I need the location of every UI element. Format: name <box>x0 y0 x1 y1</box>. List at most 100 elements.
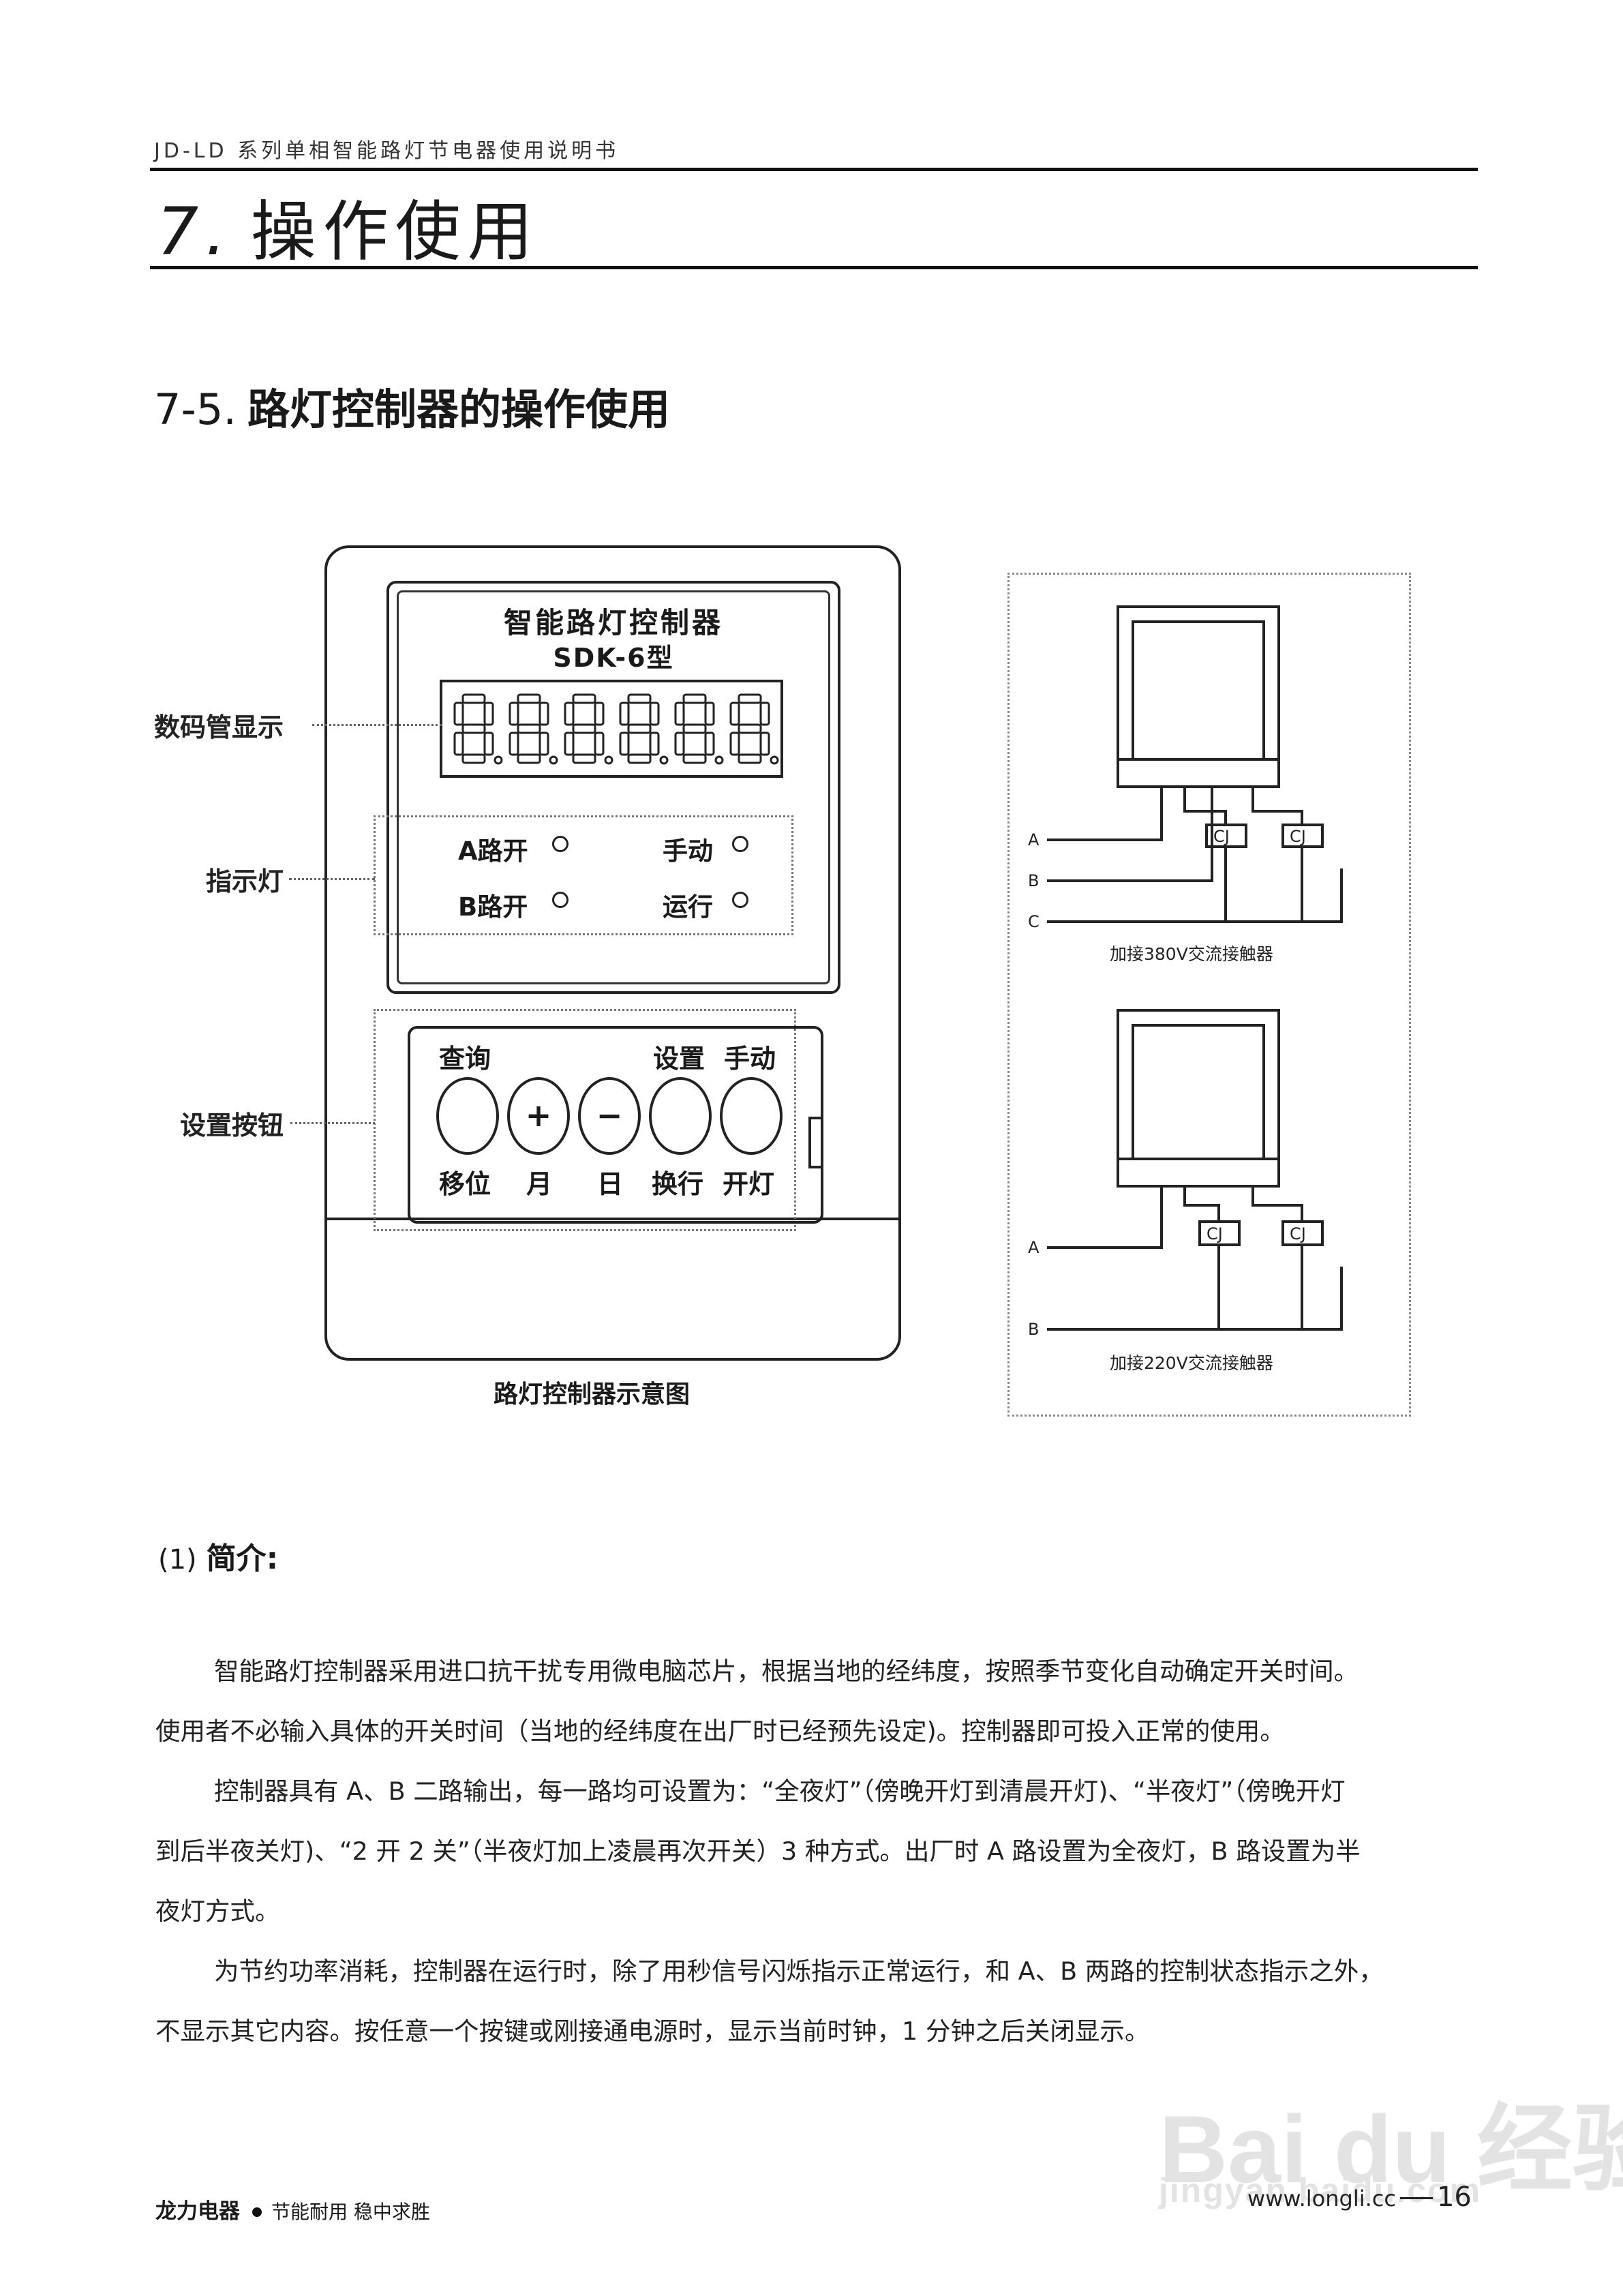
device-name: 智能路灯控制器 <box>503 606 723 639</box>
section-heading: 7-5.路灯控制器的操作使用 <box>154 375 670 436</box>
button-label-light-on: 开灯 <box>723 1169 775 1199</box>
callout-buttons: 设置按钮 <box>180 1111 284 1141</box>
digit-segment <box>649 731 660 756</box>
shift-button[interactable] <box>436 1077 499 1155</box>
digit-segment <box>517 723 541 734</box>
digit-segment <box>704 731 715 756</box>
running-head: JD-LD 系列单相智能路灯节电器使用说明书 <box>154 139 620 163</box>
digit-segment <box>674 701 685 726</box>
unit-380-screen <box>1132 620 1265 761</box>
digit-segment <box>729 701 740 726</box>
footer-url[interactable]: www.longli.cc <box>1247 2186 1396 2211</box>
section-number: 7-5. <box>154 384 237 434</box>
digit-segment <box>594 701 605 726</box>
digit-segment <box>619 731 630 756</box>
callout-buttons-leader <box>290 1122 375 1124</box>
digit-segment <box>461 723 486 734</box>
digit-segment <box>539 701 549 726</box>
controller-caption: 路灯控制器示意图 <box>494 1380 691 1408</box>
digit-segment <box>627 753 652 764</box>
digit-segment <box>517 693 541 704</box>
contactor-380-2-label: CJ <box>1290 827 1306 846</box>
side-switch <box>808 1117 823 1168</box>
digit-decimal-point <box>494 755 503 765</box>
digit-decimal-point <box>604 755 613 765</box>
controller-housing <box>324 545 901 1361</box>
display-digit <box>674 693 724 765</box>
page-number: 16 <box>1436 2181 1472 2213</box>
wire-b-380: B <box>1028 871 1039 890</box>
button-label-shift: 移位 <box>439 1169 491 1199</box>
digit-segment <box>649 701 660 726</box>
day-minus-button[interactable]: − <box>578 1077 641 1155</box>
controller-base-line <box>326 1218 900 1220</box>
digit-segment <box>564 701 575 726</box>
header-rule-bottom <box>150 266 1478 269</box>
intro-heading: (1)简介: <box>158 1534 278 1577</box>
chapter-number: 7. <box>157 194 233 270</box>
button-group-outline <box>374 1009 796 1231</box>
digit-segment <box>461 693 486 704</box>
footer-page-line: www.longli.cc 16 <box>1247 2181 1472 2213</box>
bullet-icon <box>252 2207 262 2217</box>
display-digit <box>729 693 779 765</box>
contactor-220-2-label: CJ <box>1290 1224 1306 1243</box>
contactor-220-2 <box>1281 1220 1324 1246</box>
wire-b-220: B <box>1028 1320 1039 1339</box>
callout-display: 数码管显示 <box>154 712 284 742</box>
digit-segment <box>483 731 494 756</box>
digit-segment <box>627 693 652 704</box>
indicator-b-label: B路开 <box>458 892 528 922</box>
caption-220: 加接220V交流接触器 <box>1110 1353 1273 1373</box>
digit-segment <box>738 693 762 704</box>
digit-segment <box>729 731 740 756</box>
intro-line-7: 不显示其它内容。按任意一个按键或刚接通电源时，显示当前时钟，1 分钟之后关闭显示… <box>155 2016 1150 2046</box>
wire-c-380: C <box>1028 912 1040 931</box>
digit-segment <box>738 753 762 764</box>
wiring-diagram <box>1007 573 1411 1417</box>
digit-segment <box>509 731 519 756</box>
indicator-running-led <box>732 892 748 908</box>
button-label-setup: 设置 <box>653 1044 706 1074</box>
digit-decimal-point <box>659 755 669 765</box>
light-on-button[interactable] <box>720 1077 783 1155</box>
newline-button[interactable] <box>649 1077 712 1155</box>
digit-decimal-point <box>770 755 779 765</box>
digit-segment <box>682 693 707 704</box>
intro-line-2: 使用者不必输入具体的开关时间（当地的经纬度在出厂时已经预先设定)。控制器即可投入… <box>155 1717 1285 1746</box>
display-panel-frame <box>386 581 840 994</box>
display-digit <box>564 693 613 765</box>
digit-segment <box>704 701 715 726</box>
contactor-220-1 <box>1198 1220 1241 1246</box>
footer-dash <box>1399 2197 1433 2199</box>
device-model: SDK-6型 <box>553 643 674 673</box>
digit-segment <box>517 753 541 764</box>
digit-segment <box>453 731 464 756</box>
footer-slogan: 节能耐用 稳中求胜 <box>271 2201 430 2223</box>
month-plus-button[interactable]: + <box>507 1077 570 1155</box>
intro-line-5: 夜灯方式。 <box>155 1897 280 1926</box>
display-digit <box>509 693 558 765</box>
button-label-newline: 换行 <box>652 1169 704 1199</box>
contactor-380-1-label: CJ <box>1213 827 1230 846</box>
digit-segment <box>453 701 464 726</box>
indicator-manual-led <box>732 836 748 852</box>
caption-380: 加接380V交流接触器 <box>1110 944 1273 964</box>
intro-line-3: 控制器具有 A、B 二路输出，每一路均可设置为：“全夜灯”（傍晚开灯到清晨开灯)… <box>214 1777 1346 1806</box>
callout-display-leader <box>312 724 442 726</box>
intro-number: (1) <box>158 1544 197 1575</box>
indicator-group-outline <box>374 815 793 935</box>
chapter-title: 7.操作使用 <box>157 179 540 273</box>
indicator-running-label: 运行 <box>663 892 713 922</box>
digit-segment <box>509 701 519 726</box>
indicator-a-label: A路开 <box>458 836 528 866</box>
digit-segment <box>564 731 575 756</box>
intro-line-6: 为节约功率消耗，控制器在运行时，除了用秒信号闪烁指示正常运行，和 A、B 两路的… <box>214 1957 1384 1986</box>
section-title: 路灯控制器的操作使用 <box>247 384 670 434</box>
digit-segment <box>539 731 549 756</box>
header-rule-top <box>150 168 1478 171</box>
digit-segment <box>674 731 685 756</box>
unit-220-housing <box>1117 1009 1280 1188</box>
digit-segment <box>682 753 707 764</box>
seven-segment-digits <box>453 693 779 765</box>
